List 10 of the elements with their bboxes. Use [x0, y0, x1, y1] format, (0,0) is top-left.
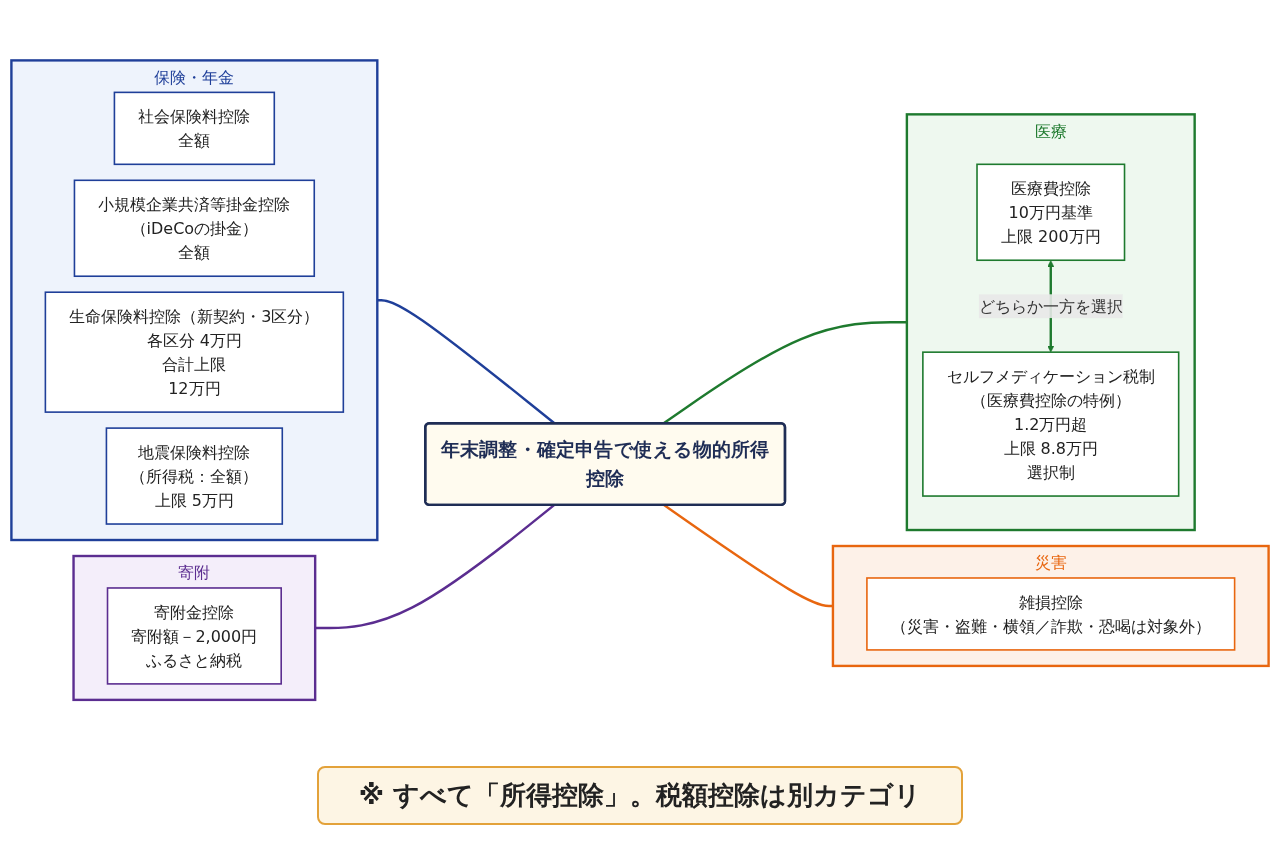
node-box: 雑損控除 （災害・盗難・横領／詐欺・恐喝は対象外） — [866, 577, 1236, 651]
edge-label: どちらか一方を選択 — [978, 296, 1123, 316]
node-box: 地震保険料控除 （所得税：全額） 上限 5万円 — [105, 427, 284, 525]
node-box: 社会保険料控除 全額 — [113, 91, 276, 165]
node-box: 医療費控除 10万円基準 上限 200万円 — [976, 163, 1126, 261]
node-box: 小規模企業共済等掛金控除 （iDeCoの掛金） 全額 — [73, 179, 316, 277]
node-box: 寄附金控除 寄附額－2,000円 ふるさと納税 — [106, 587, 282, 685]
node-box: 生命保険料控除（新契約・3区分） 各区分 4万円 合計上限 12万円 — [44, 291, 345, 413]
note-text: ※ すべて「所得控除」。税額控除は別カテゴリ — [316, 766, 964, 825]
node-box: セルフメディケーション税制 （医療費控除の特例） 1.2万円超 上限 8.8万円 選択制 — [922, 351, 1180, 497]
